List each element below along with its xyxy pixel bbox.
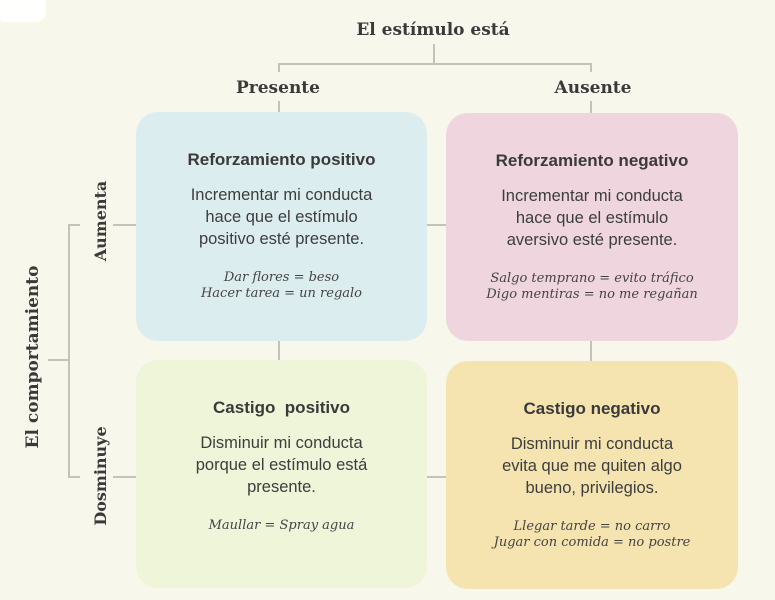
top-bracket-right-tick [590,63,592,72]
decrease-row-connector [113,476,136,478]
card-description-line: aversivo esté presente. [506,231,678,249]
card-description-line: hace que el estímulo [515,209,669,227]
left-bracket-top-tick [68,224,80,226]
increase-row-connector [113,224,136,226]
card-positive-reinforcement: Reforzamiento positivo Incrementar mi co… [136,112,427,341]
card-description-line: Disminuir mi conducta [200,434,363,452]
card-examples: Llegar tarde = no carro Jugar con comida… [446,519,738,551]
top-horizontal-connector [427,224,446,226]
row-label-decrease: Dosminuye [91,426,110,526]
card-description-line: Incrementar mi conducta [501,187,683,205]
row-group-title: El comportamiento [23,265,43,449]
card-example: Salgo temprano = evito tráfico [490,271,694,286]
bottom-horizontal-connector [427,476,446,478]
absent-stem-connector [590,101,592,113]
card-description: Incrementar mi conducta hace que el estí… [446,185,738,251]
left-bracket-mid-tick [48,359,68,361]
card-negative-punishment: Castigo negativo Disminuir mi conducta e… [446,361,738,589]
card-title: Reforzamiento negativo [495,151,689,170]
left-bracket-vertical-connector [68,224,70,477]
card-title: Castigo positivo [213,398,350,417]
left-bracket-bottom-tick [68,476,80,478]
card-description: Incrementar mi conducta hace que el estí… [136,184,427,250]
card-example: Hacer tarea = un regalo [200,286,363,301]
card-examples: Maullar = Spray agua [136,518,427,534]
top-bracket-connector [278,63,591,65]
card-example: Digo mentiras = no me regañan [486,287,698,302]
column-group-title: El estímulo está [356,20,510,40]
row-label-increase: Aumenta [91,180,110,262]
column-label-present: Presente [236,78,320,98]
card-example: Jugar con comida = no postre [493,535,691,550]
card-description-line: porque el estímulo está [195,456,368,474]
card-examples: Salgo temprano = evito tráfico Digo ment… [446,271,738,303]
middle-right-vertical-connector [590,341,592,361]
card-description-line: bueno, privilegios. [525,479,659,497]
column-label-absent: Ausente [554,78,632,98]
card-example: Llegar tarde = no carro [513,519,671,534]
card-example: Dar flores = beso [223,270,340,285]
card-description: Disminuir mi conducta evita que me quite… [446,433,738,499]
background-blotch [0,0,46,22]
card-description-line: positivo esté presente. [198,230,365,248]
card-title: Reforzamiento positivo [187,150,376,169]
card-examples: Dar flores = beso Hacer tarea = un regal… [136,270,427,302]
card-description-line: presente. [247,478,316,496]
card-title: Castigo negativo [523,399,661,418]
card-description-line: Incrementar mi conducta [190,186,373,204]
middle-left-vertical-connector [278,341,280,360]
card-negative-reinforcement: Reforzamiento negativo Incrementar mi co… [446,113,738,341]
card-description: Disminuir mi conducta porque el estímulo… [136,432,427,498]
card-description-line: evita que me quiten algo [502,457,682,475]
present-stem-connector [278,101,280,113]
top-bracket-left-tick [278,63,280,72]
card-positive-punishment: Castigo positivo Disminuir mi conducta p… [136,360,427,588]
card-description-line: Disminuir mi conducta [510,435,674,453]
card-example: Maullar = Spray agua [208,518,355,533]
top-stem-connector [433,44,435,64]
card-description-line: hace que el estímulo [205,208,358,226]
